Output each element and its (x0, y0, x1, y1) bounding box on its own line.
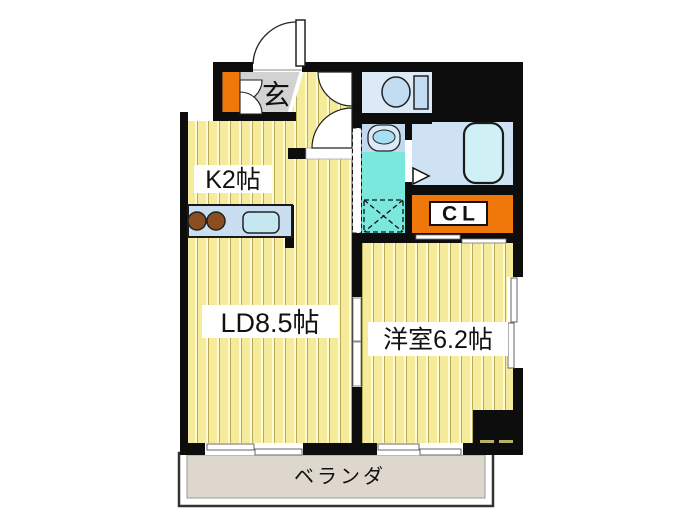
bathtub-icon (462, 121, 505, 185)
wall-segment (352, 113, 432, 124)
washer-pan-icon (363, 199, 404, 233)
ld-window-sash (254, 448, 303, 456)
western-room-label: 洋室6.2帖 (383, 326, 493, 354)
bath-door-swing-icon (412, 166, 431, 186)
hall-door-arc-icon (317, 71, 353, 107)
side-window-sash (510, 277, 518, 323)
wall-segment (352, 62, 362, 455)
bath-door-strip (405, 140, 412, 182)
shoebox-door-arc-icon (239, 91, 263, 115)
veranda-label: ベランダ (294, 465, 386, 488)
closet-sliding-panel (415, 234, 461, 240)
western-window-sash (419, 448, 462, 456)
wall-pillar (473, 410, 523, 455)
fixtures (187, 75, 505, 238)
western-window-sash (377, 443, 420, 451)
living-dining-label: LD8.5帖 (220, 308, 319, 338)
entrance-door-leaf (295, 19, 306, 67)
openings (205, 62, 523, 456)
labels: 玄 K2帖 LD8.5帖 洋室6.2帖 CL ベランダ (194, 80, 508, 488)
kitchen-sink-icon (242, 211, 280, 234)
western-room-label-box (368, 322, 508, 356)
genkan-step-edge (287, 69, 304, 116)
washer-pan-outline (363, 199, 404, 233)
closet-sliding-panel (461, 238, 507, 244)
wall-segment (432, 62, 523, 122)
hall-door-arc-icon (311, 107, 353, 149)
wall-segment (213, 62, 523, 72)
washer-pan-cross (363, 199, 404, 233)
wall-segment (513, 62, 523, 455)
ld-window-sash (206, 443, 255, 451)
entrance-door-arc-icon (252, 21, 297, 65)
kitchen-label-box (194, 165, 272, 193)
wall-segment (405, 185, 523, 195)
entrance-opening (253, 62, 302, 72)
stove-burner-icon (187, 211, 207, 231)
entrance-threshold (253, 69, 302, 71)
closet-label: CL (442, 203, 480, 226)
living-dining-label-box (202, 305, 338, 338)
sliding-door-panel (352, 297, 362, 342)
toilet-tank-icon (413, 75, 429, 110)
wall-segment (213, 112, 296, 121)
closet-label-box (429, 201, 488, 226)
vent-dash (499, 440, 513, 443)
pillar-vents (480, 440, 513, 443)
sliding-door-panel (352, 341, 362, 387)
wall-segment (288, 148, 306, 159)
door-swings (239, 19, 431, 186)
entrance-label: 玄 (262, 80, 290, 111)
washroom-floor (362, 152, 405, 233)
hall-door-threshold (305, 147, 353, 160)
toilet-bowl-icon (381, 76, 411, 108)
wall-segment (213, 62, 222, 121)
stove-burner-icon (206, 211, 226, 231)
washroom-folding-door (352, 127, 362, 234)
wall-segment (180, 112, 188, 455)
shoe-cabinet (221, 67, 241, 116)
kitchen-label: K2帖 (205, 166, 261, 194)
wash-basin-bowl-icon (372, 129, 396, 145)
side-window-sash (507, 322, 515, 369)
vent-dash (480, 440, 494, 443)
